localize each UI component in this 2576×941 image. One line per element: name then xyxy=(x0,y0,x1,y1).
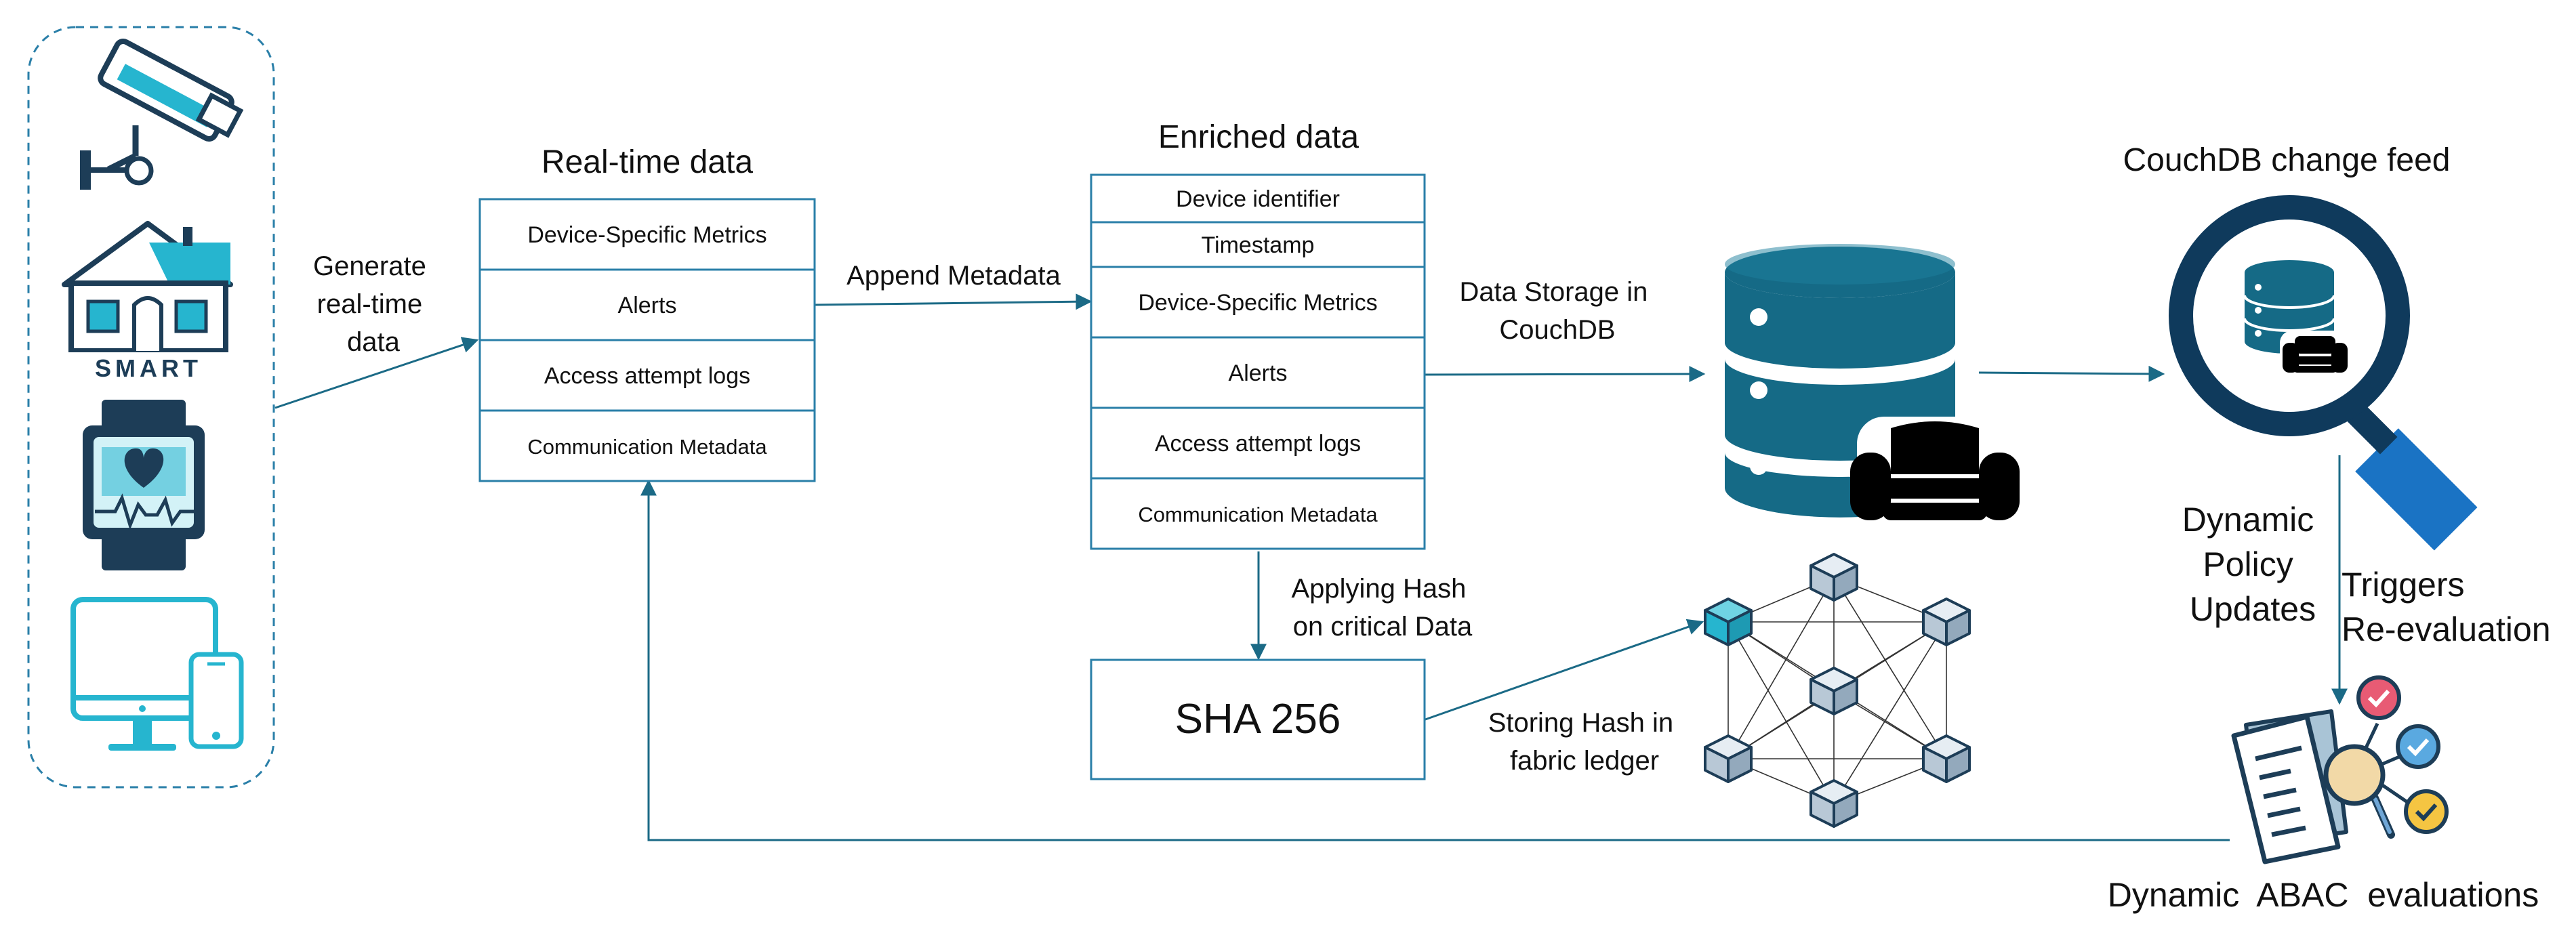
ledger-block-icon xyxy=(1704,734,1753,783)
connectors xyxy=(274,293,2348,841)
arrow-db-to-feed xyxy=(1978,365,2165,382)
realtime-row-cell xyxy=(478,268,816,341)
enriched-row-cell xyxy=(1090,266,1426,339)
realtime-row: Device-Specific Metrics xyxy=(478,198,816,271)
label-storing-hash-line1: Storing Hash in xyxy=(1488,708,1673,738)
smartwatch-icon xyxy=(83,400,205,570)
arrow-enriched-to-db xyxy=(1425,366,1706,383)
ledger-block-icon xyxy=(1922,598,1971,646)
label-dynamic-policy: Dynamic Policy Updates xyxy=(2182,501,2323,628)
label-append-metadata: Append Metadata xyxy=(846,261,1061,291)
arrow-devices-to-realtime xyxy=(274,337,479,409)
realtime-row-cell xyxy=(478,409,816,482)
label-storing-hash: Storing Hash in fabric ledger xyxy=(1488,708,1681,776)
label-dynamic-policy-line3: Updates xyxy=(2190,590,2316,628)
realtime-row-cell xyxy=(478,339,816,412)
label-abac: Dynamic ABAC evaluations xyxy=(2108,876,2539,914)
smart-home-icon: SMART xyxy=(62,221,233,382)
label-generate-line2: real-time xyxy=(317,289,423,319)
realtime-title: Real-time data xyxy=(541,144,753,180)
ledger-block-icon xyxy=(1922,734,1971,783)
enriched-row-label: Device-Specific Metrics xyxy=(1138,290,1377,316)
enriched-row-label: Access attempt logs xyxy=(1155,431,1361,457)
label-applying-hash: Applying Hash on critical Data xyxy=(1291,574,1473,642)
label-dynamic-policy-line2: Policy xyxy=(2203,545,2293,583)
fabric-ledger-network-icon xyxy=(1704,553,1971,828)
realtime-row-label: Alerts xyxy=(618,293,677,318)
enriched-row: Device-Specific Metrics xyxy=(1090,266,1426,339)
label-applying-hash-line1: Applying Hash xyxy=(1291,574,1466,604)
couchdb-database-icon xyxy=(1725,244,2020,532)
enriched-row-label: Timestamp xyxy=(1202,232,1315,258)
enriched-title: Enriched data xyxy=(1158,119,1359,155)
realtime-row: Communication Metadata xyxy=(478,409,816,482)
sha-box: SHA 256 xyxy=(1090,658,1426,780)
smart-text: SMART xyxy=(95,354,202,382)
enriched-row: Device identifier xyxy=(1090,173,1426,224)
ledger-block-icon xyxy=(1810,553,1858,602)
label-triggers: Triggers Re-evaluation xyxy=(2342,566,2551,648)
abac-evaluation-icon xyxy=(2231,675,2449,864)
label-data-storage: Data Storage in CouchDB xyxy=(1459,277,1655,345)
enriched-row-label: Alerts xyxy=(1229,360,1288,386)
arrow-abac-to-realtime xyxy=(640,479,2230,841)
arrow-realtime-to-enriched xyxy=(814,293,1092,310)
label-data-storage-line1: Data Storage in xyxy=(1459,277,1648,307)
ledger-edge xyxy=(1727,577,1835,759)
couch-icon xyxy=(1850,417,2020,532)
computer-phone-icon xyxy=(70,597,244,751)
label-storing-hash-line2: fabric ledger xyxy=(1510,746,1659,776)
enriched-row: Alerts xyxy=(1090,336,1426,409)
device-panel: SMART xyxy=(27,26,275,789)
label-triggers-line2: Re-evaluation xyxy=(2342,610,2551,648)
arrow-sha-to-ledger xyxy=(1425,619,1704,721)
label-generate-line3: data xyxy=(347,327,401,357)
labels: Generate real-time data Append Metadata … xyxy=(313,251,2550,914)
enriched-row: Communication Metadata xyxy=(1090,477,1426,550)
realtime-row-cell xyxy=(478,198,816,271)
realtime-row: Alerts xyxy=(478,268,816,341)
ledger-block-icon xyxy=(1810,779,1858,828)
ledger-edge xyxy=(1833,577,1947,759)
couchdb-feed-title: CouchDB change feed xyxy=(2123,142,2451,178)
label-data-storage-line2: CouchDB xyxy=(1499,315,1615,345)
label-triggers-line1: Triggers xyxy=(2342,566,2465,604)
enriched-row-cell xyxy=(1090,173,1426,224)
ledger-block-icon xyxy=(1810,667,1858,715)
realtime-data-table: Real-time data Device-Specific MetricsAl… xyxy=(478,144,816,482)
enriched-row-label: Device identifier xyxy=(1176,186,1340,212)
enriched-row-cell xyxy=(1090,477,1426,550)
sha-label: SHA 256 xyxy=(1175,696,1341,743)
enriched-row-cell xyxy=(1090,336,1426,409)
label-generate-line1: Generate xyxy=(313,251,426,281)
ledger-block-icon xyxy=(1704,598,1753,646)
ledger-edge xyxy=(1727,621,1835,804)
realtime-row: Access attempt logs xyxy=(478,339,816,412)
label-generate: Generate real-time data xyxy=(313,251,434,357)
change-feed-magnifier-icon: CouchDB change feed xyxy=(2123,142,2478,551)
realtime-row-label: Access attempt logs xyxy=(544,363,750,389)
ledger-edge xyxy=(1833,621,1947,804)
camera-icon xyxy=(80,39,244,190)
label-dynamic-policy-line1: Dynamic xyxy=(2182,501,2314,539)
realtime-row-label: Device-Specific Metrics xyxy=(527,222,766,248)
label-applying-hash-line2: on critical Data xyxy=(1293,612,1473,642)
realtime-row-label: Communication Metadata xyxy=(527,435,767,459)
enriched-row: Timestamp xyxy=(1090,221,1426,268)
enriched-row: Access attempt logs xyxy=(1090,406,1426,480)
enriched-data-table: Enriched data Device identifierTimestamp… xyxy=(1090,119,1426,550)
enriched-row-label: Communication Metadata xyxy=(1138,503,1378,526)
